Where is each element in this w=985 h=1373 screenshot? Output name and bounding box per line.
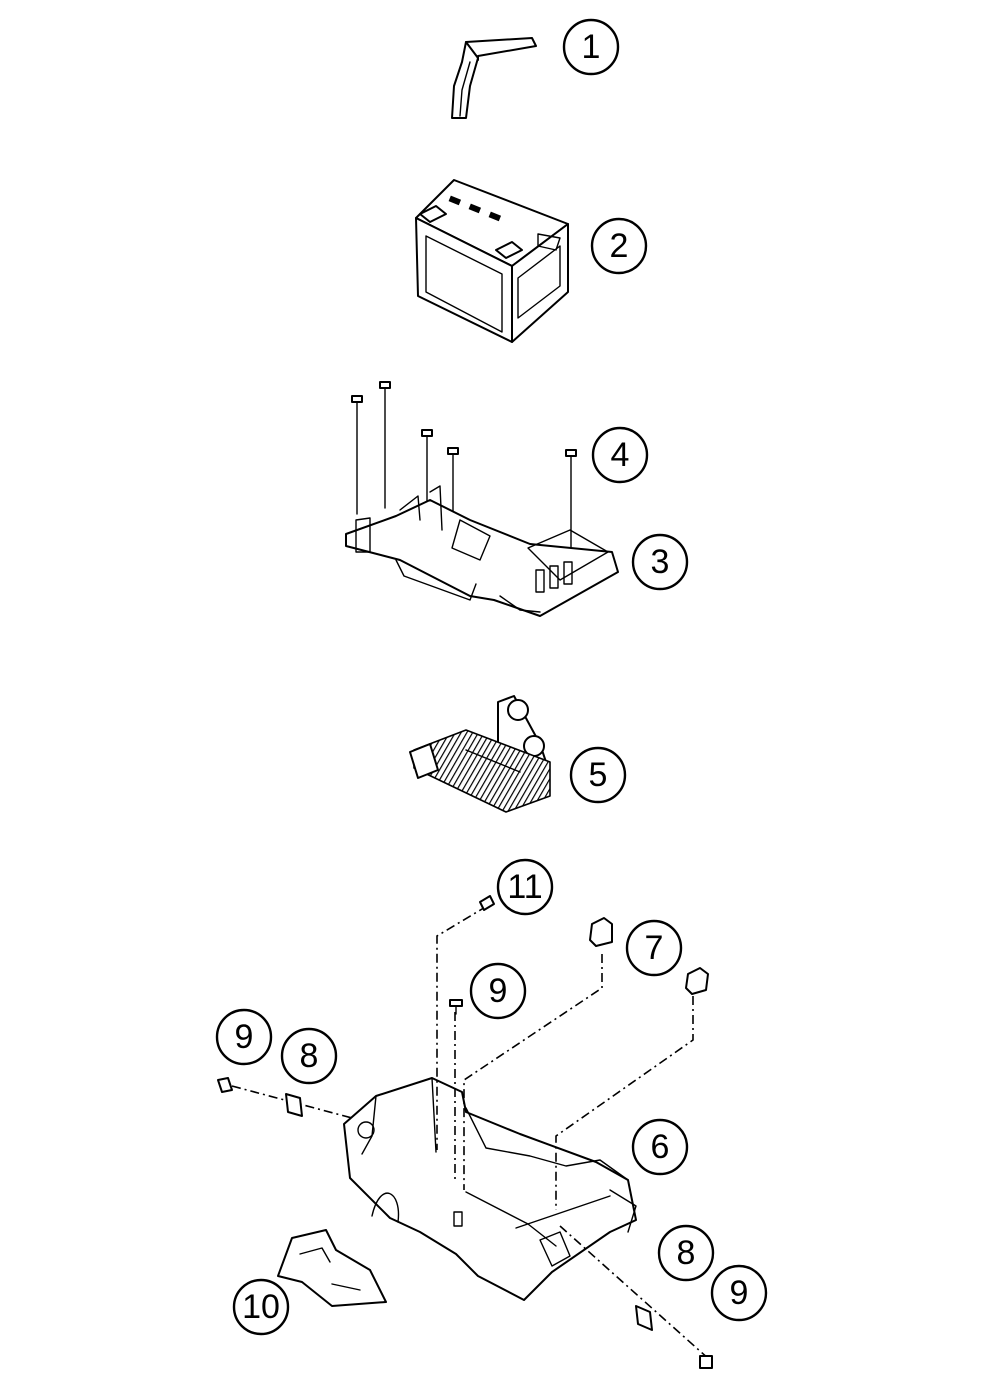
callout-9-upper-label: 9 [489, 972, 508, 1010]
callout-10-label: 10 [242, 1288, 280, 1326]
callout-11: 11 [496, 858, 554, 916]
battery-strap [451, 37, 537, 119]
clip-nuts [285, 1093, 653, 1331]
cover-plate [277, 1229, 387, 1307]
callout-9-left-label: 9 [235, 1018, 254, 1056]
callout-7: 7 [625, 919, 683, 977]
callout-2-label: 2 [610, 227, 629, 265]
callout-2: 2 [590, 217, 648, 275]
flange-screws [589, 917, 709, 995]
callout-6-label: 6 [651, 1128, 670, 1166]
callout-9-upper: 9 [469, 962, 527, 1020]
lower-housing [231, 905, 711, 1361]
callout-7-label: 7 [645, 929, 664, 967]
callout-8-right: 8 [657, 1224, 715, 1282]
battery-tray [345, 485, 619, 617]
callout-4-label: 4 [611, 436, 630, 474]
callout-9-left: 9 [215, 1008, 273, 1066]
callout-9-right: 9 [710, 1264, 768, 1322]
callout-4: 4 [591, 426, 649, 484]
callout-11-label: 11 [507, 868, 542, 906]
callout-1: 1 [562, 18, 620, 76]
callout-3-label: 3 [651, 543, 670, 581]
callout-8-left-label: 8 [300, 1037, 319, 1075]
callout-3: 3 [631, 533, 689, 591]
callout-10: 10 [232, 1278, 290, 1336]
callout-5-label: 5 [589, 756, 608, 794]
callout-6: 6 [631, 1118, 689, 1176]
callout-1-label: 1 [582, 28, 601, 66]
battery [415, 179, 569, 343]
callout-5: 5 [569, 746, 627, 804]
callout-8-left: 8 [280, 1027, 338, 1085]
small-screws [217, 895, 713, 1369]
callout-9-right-label: 9 [730, 1274, 749, 1312]
regulator-bracket [409, 695, 551, 813]
callout-8-right-label: 8 [677, 1234, 696, 1272]
